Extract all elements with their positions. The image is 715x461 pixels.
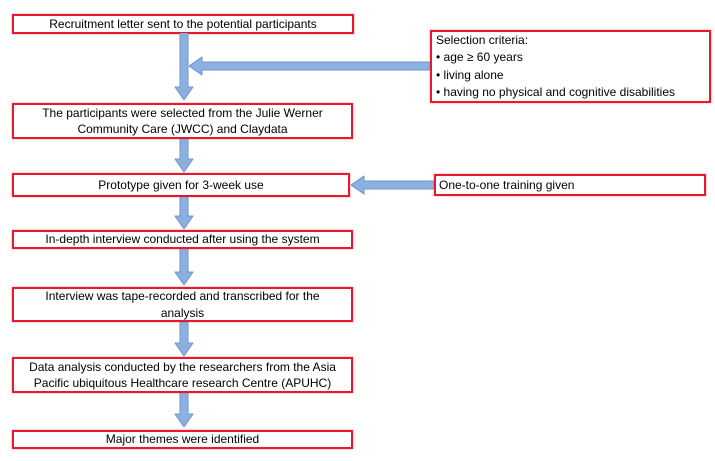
arrow-down-icon — [174, 393, 194, 427]
flow-step-text: Major themes were identified — [105, 432, 260, 447]
note-bullet-item: • age ≥ 60 years — [436, 50, 523, 64]
flow-step-prototype-use: Prototype given for 3-week use — [12, 173, 350, 197]
flow-step-text: Data analysis conducted by the researche… — [29, 359, 336, 374]
arrow-down-icon — [174, 249, 194, 285]
flow-step-text: Recruitment letter sent to the potential… — [49, 16, 317, 31]
arrow-down-icon — [174, 139, 194, 172]
flow-step-recruitment-letter: Recruitment letter sent to the potential… — [12, 14, 354, 34]
flow-step-text: Prototype given for 3-week use — [98, 177, 264, 192]
note-bullet-item: • having no physical and cognitive disab… — [436, 85, 676, 99]
arrow-down-icon — [174, 322, 194, 356]
flow-step-text: Community Care (JWCC) and Claydata — [77, 122, 288, 136]
flow-step-themes-identified: Major themes were identified — [12, 430, 353, 449]
note-selection-criteria: Selection criteria: • age ≥ 60 years • l… — [430, 30, 711, 103]
note-one-to-one-training: One-to-one training given — [434, 174, 706, 196]
arrow-down-icon — [174, 33, 194, 100]
flow-step-text: Interview was tape-recorded and transcri… — [45, 289, 320, 303]
flow-step-text: The participants were selected from the … — [42, 105, 323, 120]
flow-step-interview-transcribed: Interview was tape-recorded and transcri… — [12, 287, 353, 322]
flow-step-data-analysis: Data analysis conducted by the researche… — [12, 357, 353, 393]
note-text: One-to-one training given — [439, 177, 575, 192]
arrow-left-icon — [351, 175, 434, 195]
arrow-left-icon — [189, 56, 430, 76]
note-title: Selection criteria: — [436, 32, 529, 47]
flow-step-text: Pacific ubiquitous Healthcare research C… — [33, 376, 332, 390]
flow-step-text: analysis — [160, 305, 205, 320]
arrow-down-icon — [174, 197, 194, 229]
note-bullet-item: • living alone — [436, 67, 504, 82]
flow-step-participants-selected: The participants were selected from the … — [12, 103, 353, 139]
flow-step-interview-conducted: In-depth interview conducted after using… — [12, 230, 353, 249]
flow-step-text: In-depth interview conducted after using… — [45, 232, 320, 247]
